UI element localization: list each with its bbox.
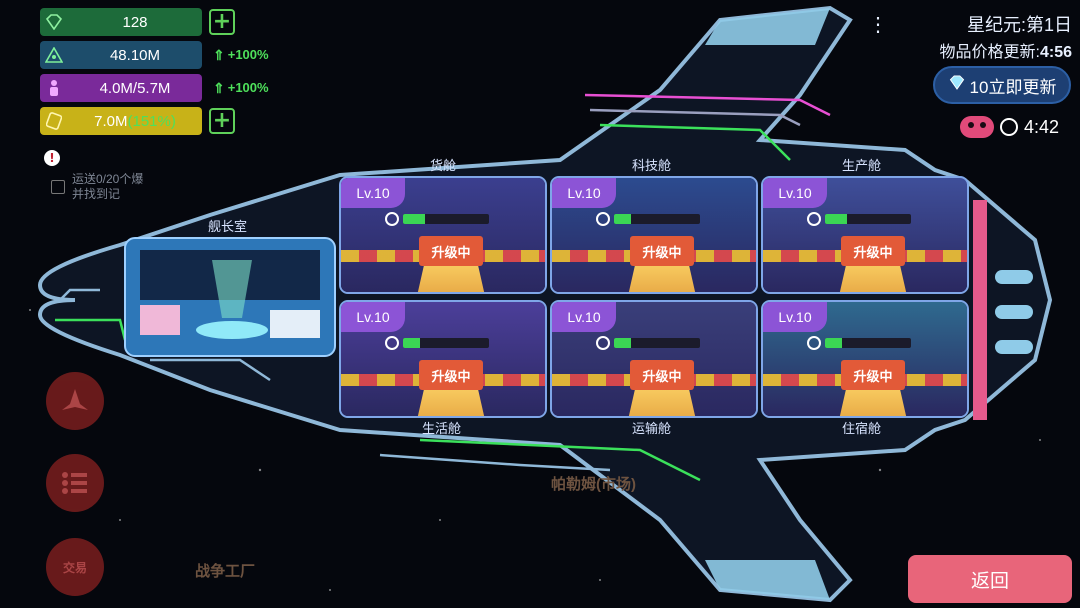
fleet-button[interactable]	[46, 372, 104, 430]
level-badge: Lv.10	[341, 178, 405, 208]
room-production[interactable]: Lv.10 升级中	[761, 176, 969, 294]
money-boost: ⇑+100%	[213, 46, 269, 63]
room-cargo[interactable]: Lv.10 升级中	[339, 176, 547, 294]
level-badge: Lv.10	[552, 302, 616, 332]
add-energy-button[interactable]: +	[209, 108, 235, 134]
quest-alert-icon[interactable]: !	[44, 150, 60, 166]
upgrade-timer	[596, 212, 704, 226]
upgrade-progress-fill	[614, 214, 632, 224]
upgrade-progress	[614, 214, 700, 224]
clock-icon	[385, 212, 399, 226]
upgrade-timer	[385, 336, 493, 350]
back-button[interactable]: 返回	[908, 555, 1072, 603]
upgrading-sign: 升级中	[630, 236, 694, 266]
upgrade-progress	[403, 338, 489, 348]
gem-icon	[948, 75, 966, 95]
list-menu-button[interactable]	[46, 454, 104, 512]
room-label-cargo: 货舱	[430, 158, 457, 173]
quest-text: 运送0/20个爆 并找到记	[72, 172, 144, 201]
upgrade-progress	[614, 338, 700, 348]
energy-icon	[40, 107, 68, 135]
upgrade-timer	[807, 212, 915, 226]
gems-bar: 128	[40, 8, 202, 36]
factory-label: 战争工厂	[195, 563, 256, 580]
boost-arrow-icon: ⇑	[213, 46, 225, 63]
room-label-living: 生活舱	[422, 421, 462, 436]
population-value: 4.0M/5.7M	[99, 79, 171, 97]
spaceship-icon	[62, 389, 88, 410]
room-lodging[interactable]: Lv.10 升级中	[761, 300, 969, 418]
construction-sign-stand	[839, 390, 907, 416]
level-badge: Lv.10	[341, 302, 405, 332]
room-living[interactable]: Lv.10 升级中	[339, 300, 547, 418]
level-badge: Lv.10	[763, 178, 827, 208]
energy-value: 7.0M(151%)	[94, 112, 176, 130]
upgrade-timer	[385, 212, 493, 226]
construction-sign-stand	[417, 390, 485, 416]
population-bar: 4.0M/5.7M	[40, 74, 202, 102]
captain-room[interactable]	[125, 238, 335, 356]
room-transport[interactable]: Lv.10 升级中	[550, 300, 758, 418]
money-bar: 48.10M	[40, 41, 202, 69]
upgrade-timer	[807, 336, 915, 350]
trade-button[interactable]: 交易	[46, 538, 104, 596]
money-icon	[40, 41, 68, 69]
clock-icon	[1000, 118, 1018, 136]
refresh-now-button[interactable]: 10立即更新	[933, 66, 1071, 104]
room-tech[interactable]: Lv.10 升级中	[550, 176, 758, 294]
person-icon	[40, 74, 68, 102]
construction-sign-stand	[839, 266, 907, 292]
clock-icon	[807, 336, 821, 350]
upgrade-progress-fill	[403, 338, 421, 348]
gems-value: 128	[122, 13, 148, 31]
upgrade-progress	[825, 214, 911, 224]
room-label-tech: 科技舱	[632, 158, 672, 173]
population-boost: ⇑+100%	[213, 79, 269, 96]
upgrading-sign: 升级中	[841, 360, 905, 390]
price-refresh: 物品价格更新:4:56	[939, 44, 1072, 61]
clock-icon	[596, 212, 610, 226]
construction-sign-stand	[628, 266, 696, 292]
level-badge: Lv.10	[763, 302, 827, 332]
upgrade-progress-fill	[825, 338, 843, 348]
construction-sign-stand	[628, 390, 696, 416]
construction-sign-stand	[417, 266, 485, 292]
room-label-lodging: 住宿舱	[842, 421, 882, 436]
era-day: 星纪元:第1日	[966, 15, 1072, 35]
upgrade-progress-fill	[614, 338, 632, 348]
upgrade-progress	[403, 214, 489, 224]
event-timer[interactable]: 4:42	[960, 116, 1059, 138]
ship-vents	[995, 270, 1033, 354]
energy-bar: 7.0M(151%)	[40, 107, 202, 135]
menu-dots-icon[interactable]: ⋮	[868, 14, 888, 36]
clock-icon	[385, 336, 399, 350]
upgrading-sign: 升级中	[841, 236, 905, 266]
market-label: 帕勒姆(市场)	[551, 476, 636, 493]
ship-engine-column	[973, 200, 987, 420]
upgrading-sign: 升级中	[419, 360, 483, 390]
list-icon	[62, 472, 87, 494]
clock-icon	[596, 336, 610, 350]
upgrade-progress-fill	[825, 214, 847, 224]
room-label-transport: 运输舱	[632, 421, 672, 436]
trade-icon: 交易	[62, 560, 87, 575]
upgrade-progress-fill	[403, 214, 425, 224]
upgrading-sign: 升级中	[419, 236, 483, 266]
money-value: 48.10M	[109, 46, 161, 64]
room-label-production: 生产舱	[842, 158, 882, 173]
gem-icon	[40, 8, 68, 36]
captain-room-label: 舰长室	[208, 219, 248, 234]
boost-arrow-icon: ⇑	[213, 79, 225, 96]
clock-icon	[807, 212, 821, 226]
quest-checkbox[interactable]	[51, 180, 65, 194]
upgrade-progress	[825, 338, 911, 348]
upgrade-timer	[596, 336, 704, 350]
skull-icon	[960, 116, 994, 138]
upgrading-sign: 升级中	[630, 360, 694, 390]
add-gems-button[interactable]: +	[209, 9, 235, 35]
level-badge: Lv.10	[552, 178, 616, 208]
